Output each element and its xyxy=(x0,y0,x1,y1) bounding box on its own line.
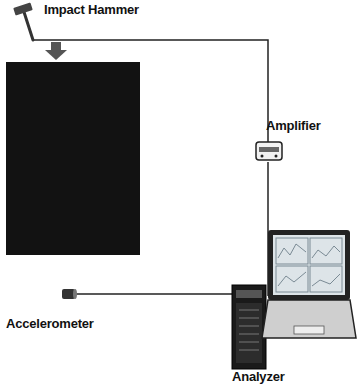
impact-hammer xyxy=(13,2,33,40)
accelerometer xyxy=(62,289,77,299)
test-specimen xyxy=(6,62,140,255)
part-label: Impact Hammer xyxy=(44,2,139,18)
part-label: Accelerometer xyxy=(6,316,94,332)
impact-arrow xyxy=(45,42,67,60)
laptop xyxy=(262,230,356,338)
part-label: Amplifier xyxy=(266,118,321,134)
accelerometer-cable xyxy=(76,293,236,295)
analyzer-unit xyxy=(232,285,266,369)
amplifier xyxy=(256,142,282,160)
part-label: Analyzer xyxy=(232,369,285,385)
